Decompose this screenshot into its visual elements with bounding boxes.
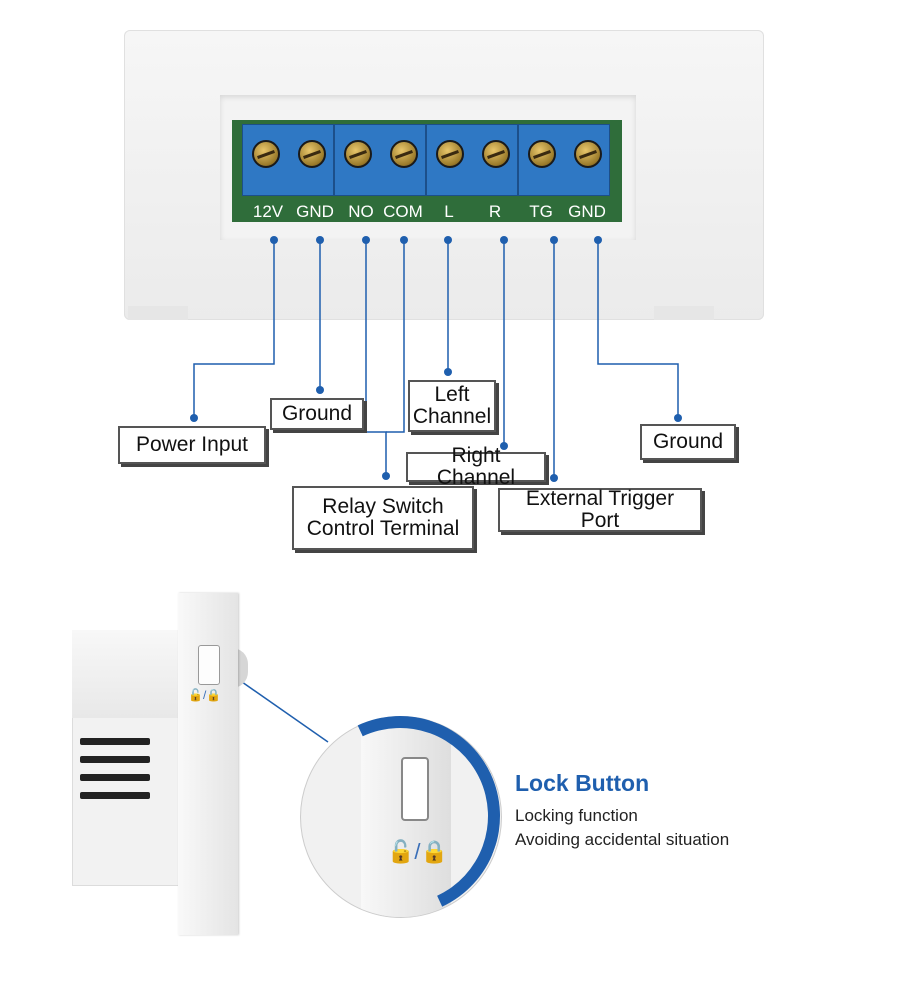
callout-left-channel-line1: Left: [434, 382, 470, 406]
callout-right-channel: Right Channel: [406, 444, 546, 489]
screw-gnd-2: [574, 140, 602, 168]
lock-button-zoomed[interactable]: [401, 757, 429, 821]
lock-line-2: Avoiding accidental situation: [515, 830, 730, 849]
callout-relay-line2: Control Terminal: [306, 517, 460, 540]
callout-left-channel-line2: Channel: [412, 405, 492, 428]
screw-no: [344, 140, 372, 168]
vent-slot-1: [80, 738, 150, 745]
callout-ground-left-text: Ground: [281, 401, 353, 425]
callout-external-trigger-text: External Trigger Port: [525, 486, 675, 532]
pin-label-r: R: [488, 202, 502, 221]
screw-com: [390, 140, 418, 168]
screw-r: [482, 140, 510, 168]
callout-power-input: Power Input: [118, 426, 266, 464]
callout-relay-line1: Relay Switch: [322, 494, 444, 518]
screw-l: [436, 140, 464, 168]
callout-power-input-text: Power Input: [135, 432, 249, 456]
callout-left-channel: Left Channel: [408, 380, 496, 432]
lock-icons-small: 🔓/🔒: [188, 688, 222, 702]
callout-external-trigger: External Trigger Port: [498, 486, 702, 532]
vent-slot-2: [80, 756, 150, 763]
pin-label-12v: 12V: [252, 202, 284, 221]
side-view-top: [72, 630, 182, 718]
pin-label-com: COM: [383, 202, 423, 221]
vent-slot-3: [80, 774, 150, 781]
callout-ground-left: Ground: [270, 398, 364, 430]
lock-title: Lock Button: [515, 770, 650, 796]
screw-12v: [252, 140, 280, 168]
callout-ground-right-text: Ground: [652, 429, 724, 453]
pin-label-l: L: [444, 202, 454, 221]
callout-right-channel-text: Right Channel: [436, 443, 516, 489]
housing-foot-right: [654, 306, 714, 320]
screw-gnd: [298, 140, 326, 168]
pin-label-gnd: GND: [296, 202, 334, 221]
screw-tg: [528, 140, 556, 168]
pin-label-tg: TG: [529, 202, 553, 221]
housing-foot-left: [128, 306, 188, 320]
callout-relay-switch: Relay Switch Control Terminal: [292, 486, 474, 550]
vent-slot-4: [80, 792, 150, 799]
pin-label-no: NO: [348, 202, 374, 221]
lock-button-small[interactable]: [198, 645, 220, 685]
callout-ground-right: Ground: [640, 424, 736, 460]
pin-label-gnd-2: GND: [568, 202, 606, 221]
lock-line-1: Locking function: [515, 806, 638, 825]
zoom-circle: 🔓/🔒: [300, 716, 502, 918]
lock-icons-zoomed: 🔓/🔒: [387, 839, 448, 864]
